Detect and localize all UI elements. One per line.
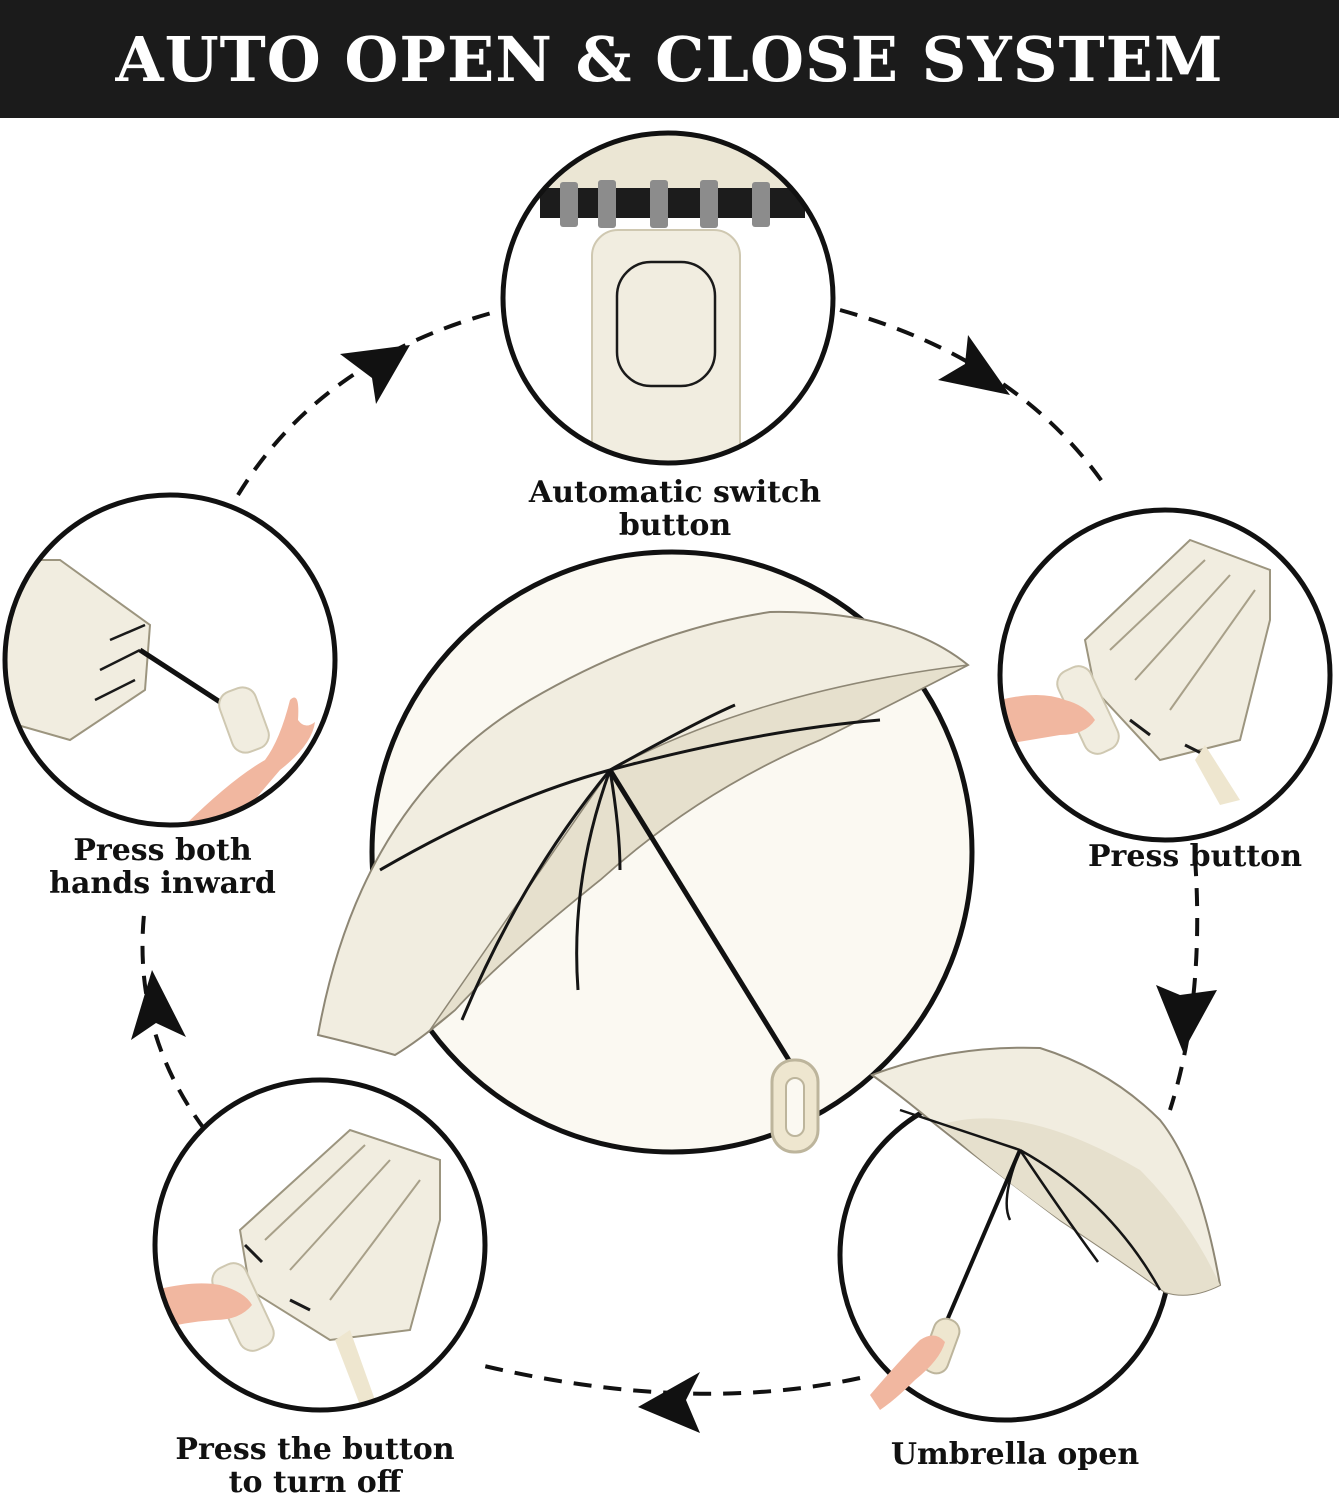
caption-switch: Automatic switch button [528,475,822,543]
switch-button-icon [615,260,717,388]
arc-press-to-open [1168,857,1200,1111]
umbrella-illustration [316,610,970,1154]
title-banner: AUTO OPEN & CLOSE SYSTEM [0,0,1339,118]
hand-icon [155,1283,252,1330]
arrow-icon [1156,985,1217,1052]
step-circle-switch [503,133,833,463]
arrowheads [131,335,1217,1433]
arc-hands-to-switch [236,310,496,497]
hand-icon [870,1335,945,1410]
page-title: AUTO OPEN & CLOSE SYSTEM [115,22,1224,96]
arc-off-to-hands [140,904,207,1132]
step-circle-press [1000,510,1330,840]
arrow-icon [938,335,1010,395]
step-circle-hands [5,495,335,825]
step-circle-off [155,1080,485,1410]
caption-off: Press the button to turn off [175,1432,455,1500]
hand-icon [180,697,315,825]
arrow-icon [638,1372,700,1433]
arc-switch-to-press [839,308,1110,492]
arrow-icon [131,970,186,1040]
hand-icon [1000,695,1095,745]
arrow-icon [340,345,410,404]
caption-press: Press button [1088,839,1302,874]
caption-open: Umbrella open [890,1437,1140,1472]
umbrella-illustration [869,1046,1222,1410]
caption-hands: Press both hands inward [49,833,276,901]
